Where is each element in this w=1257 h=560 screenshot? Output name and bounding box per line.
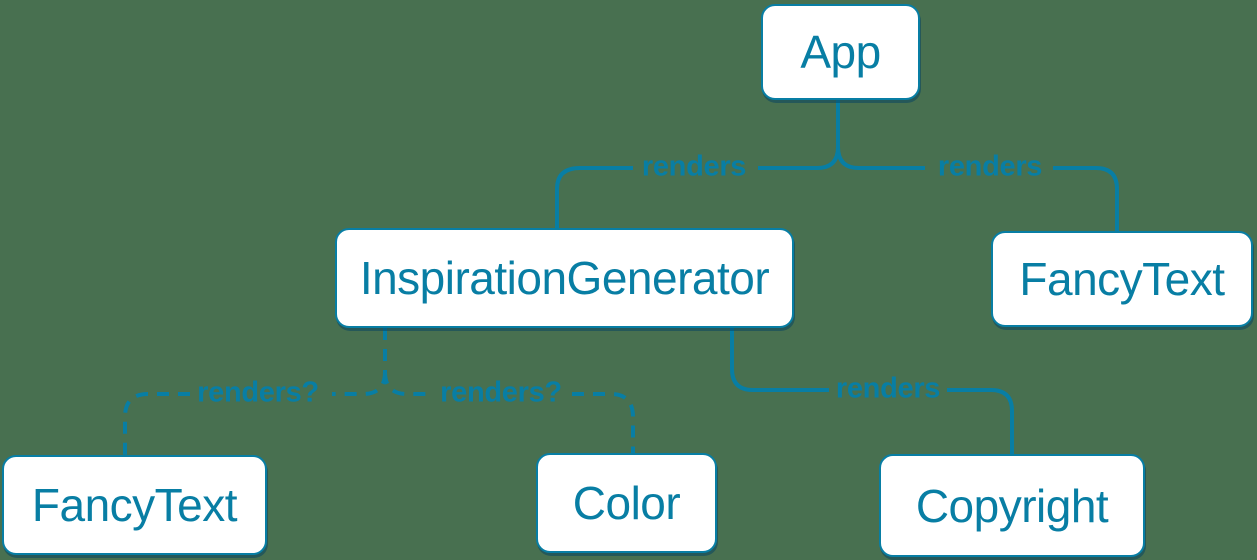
node-color: Color: [536, 453, 717, 553]
edge-label-renders-maybe-left: renders?: [197, 376, 319, 409]
node-color-label: Color: [572, 477, 681, 529]
node-copyright-label: Copyright: [915, 479, 1109, 532]
node-copyright: Copyright: [879, 454, 1145, 557]
edge-label-renders-copyright: renders: [835, 372, 941, 405]
node-fancy-text-top-label: FancyText: [1019, 253, 1225, 305]
node-fancy-text-top: FancyText: [991, 231, 1253, 327]
edge-label-renders-maybe-right: renders?: [440, 376, 562, 409]
edge-app-fancytext: [836, 146, 1119, 231]
node-inspiration-generator: InspirationGenerator: [335, 228, 794, 328]
edge-inspirationgenerator-copyright: [730, 328, 1014, 454]
edge-inspirationgenerator-color: [383, 371, 635, 453]
node-app-label: App: [800, 26, 881, 78]
edge-label-renders-right: renders: [937, 150, 1043, 183]
node-fancy-text-bottom: FancyText: [2, 455, 267, 555]
edge-label-renders-left: renders: [641, 150, 747, 183]
node-app: App: [761, 4, 920, 100]
node-fancy-text-bottom-label: FancyText: [31, 479, 238, 531]
node-inspiration-generator-label: InspirationGenerator: [359, 252, 770, 304]
